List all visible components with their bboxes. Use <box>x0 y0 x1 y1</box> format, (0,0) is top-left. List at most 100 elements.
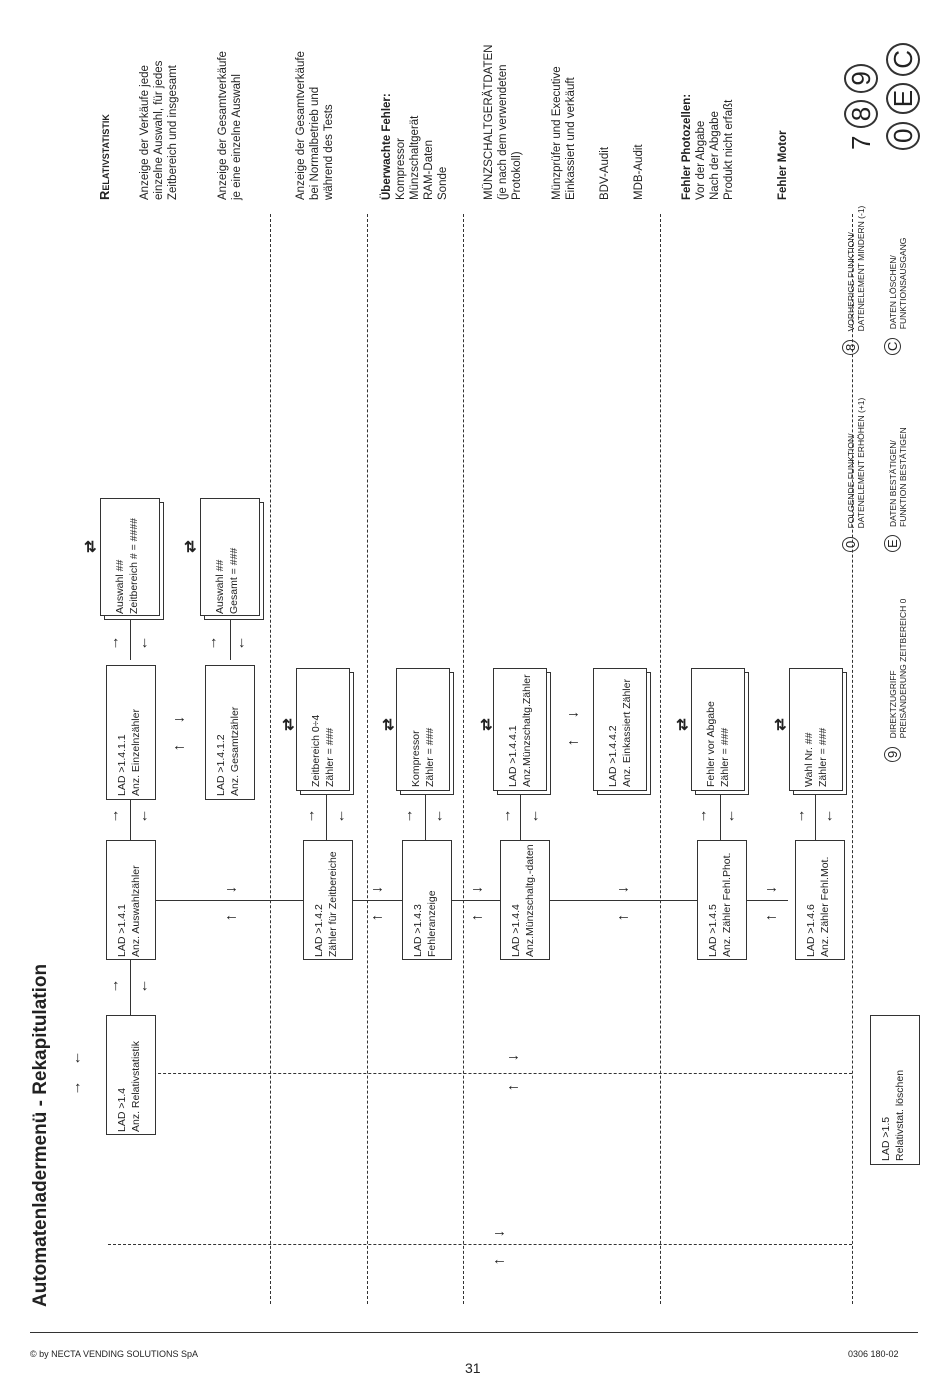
connector-7 <box>520 795 521 840</box>
up-down-arrow-icon: ⇅ <box>84 539 97 556</box>
connector-4 <box>130 800 131 840</box>
left-arrow-icon: ← <box>616 907 631 924</box>
left-arrow-icon: ← <box>172 737 187 754</box>
up-arrow-icon: ↑ <box>406 807 414 824</box>
up-down-arrow-icon: ⇅ <box>480 717 493 734</box>
up-arrow-icon: ↑ <box>210 634 218 651</box>
left-arrow-icon: ← <box>492 1251 507 1268</box>
up-down-arrow-icon: ⇅ <box>282 717 295 734</box>
up-arrow-icon: ↑ <box>112 977 120 994</box>
down-arrow-icon: ↓ <box>338 807 346 824</box>
right-arrow-icon: → <box>172 709 187 726</box>
box-auswahl-gesamt: Auswahl ##Gesamt = ### <box>200 498 260 616</box>
footer-code: 0306 180-02 <box>848 1349 899 1359</box>
footer-page-number: 31 <box>465 1360 481 1376</box>
footer-rule <box>30 1332 918 1333</box>
left-arrow-icon: ← <box>566 732 581 749</box>
right-arrow-icon: → <box>506 1047 521 1064</box>
page-title: Automatenladermenü - Rekapitulation <box>30 963 51 1307</box>
legend-c: C DATEN LÖSCHEN/FUNKTIONSAUSGANG <box>884 238 908 355</box>
dashed-column-1 <box>270 214 271 1304</box>
down-arrow-icon: ↓ <box>728 807 736 824</box>
dashed-column-2 <box>367 214 368 1304</box>
left-arrow-icon: ← <box>764 907 779 924</box>
keypad-bottom-row: 0 E C <box>886 42 920 150</box>
key-0-icon: 0 <box>842 536 859 552</box>
muenz-text: MÜNZSCHALTGERÄTDATEN (je nach dem verwen… <box>483 44 523 200</box>
box-auswahl-zeitbereich: Auswahl ##Zeitbereich # = #### <box>100 498 160 616</box>
right-arrow-icon: → <box>370 879 385 896</box>
up-arrow-icon: ↑ <box>308 807 316 824</box>
legend-0: 0 FOLGENDE FUNKTION/DATENELEMENT ERHÖHEN… <box>842 398 866 552</box>
mdb-text: MDB-Audit <box>633 144 645 200</box>
connector-3 <box>230 620 231 660</box>
right-arrow-icon: → <box>224 879 239 896</box>
keypad-top-row: 7 8 9 <box>844 64 878 150</box>
connector-2 <box>130 620 131 660</box>
relativ-title: Relativstatistik <box>97 114 112 200</box>
up-arrow-icon: ↑ <box>504 807 512 824</box>
down-arrow-icon: ↓ <box>141 634 149 651</box>
down-arrow-icon: ↓ <box>532 807 540 824</box>
left-arrow-icon: ← <box>506 1077 521 1094</box>
dashed-separator-top <box>108 1244 852 1245</box>
connector-9 <box>815 795 816 840</box>
key-9-icon: 9 <box>884 746 901 762</box>
right-arrow-icon: → <box>470 879 485 896</box>
down-arrow-icon: ↓ <box>436 807 444 824</box>
left-arrow-icon: ← <box>470 907 485 924</box>
left-arrow-icon: ← <box>370 907 385 924</box>
up-arrow-icon: ↑ <box>700 807 708 824</box>
key-c-icon: C <box>884 337 901 355</box>
footer-copyright: © by NECTA VENDING SOLUTIONS SpA <box>30 1349 199 1359</box>
connector-8 <box>720 795 721 840</box>
key-8-icon: 8 <box>842 339 859 355</box>
right-arrow-icon: → <box>492 1223 507 1240</box>
up-arrow-icon: ↑ <box>112 634 120 651</box>
bdv-text: BDV-Audit <box>599 146 611 200</box>
up-down-arrow-icon: ⇅ <box>774 717 787 734</box>
up-down-arrow-icon: ⇅ <box>184 539 197 556</box>
box-wahl-nr: Wahl Nr. ##Zähler = ### <box>789 668 843 791</box>
up-arrow-icon: ↑ <box>798 807 806 824</box>
up-arrow-icon: ↑ <box>74 1079 82 1096</box>
connector-main <box>118 900 788 901</box>
up-arrow-icon: ↑ <box>112 807 120 824</box>
legend-8: 8 VORHERIGE FUNKTION/DATENELEMENT MINDER… <box>842 206 866 355</box>
up-down-arrow-icon: ⇅ <box>382 717 395 734</box>
down-arrow-icon: ↓ <box>826 807 834 824</box>
connector-6 <box>425 795 426 840</box>
down-arrow-icon: ↓ <box>141 977 149 994</box>
dashed-column-3 <box>463 214 464 1304</box>
right-arrow-icon: ↓ <box>74 1049 82 1066</box>
down-arrow-icon: ↓ <box>238 634 246 651</box>
connector-1 <box>130 960 131 1015</box>
down-arrow-icon: ↓ <box>141 807 149 824</box>
right-arrow-icon: → <box>616 879 631 896</box>
legend-e: E DATEN BESTÄTIGEN/FUNKTION BESTÄTIGEN <box>884 427 908 552</box>
right-arrow-icon: → <box>566 704 581 721</box>
motor-text: Fehler Motor <box>777 130 789 200</box>
up-down-arrow-icon: ⇅ <box>676 717 689 734</box>
